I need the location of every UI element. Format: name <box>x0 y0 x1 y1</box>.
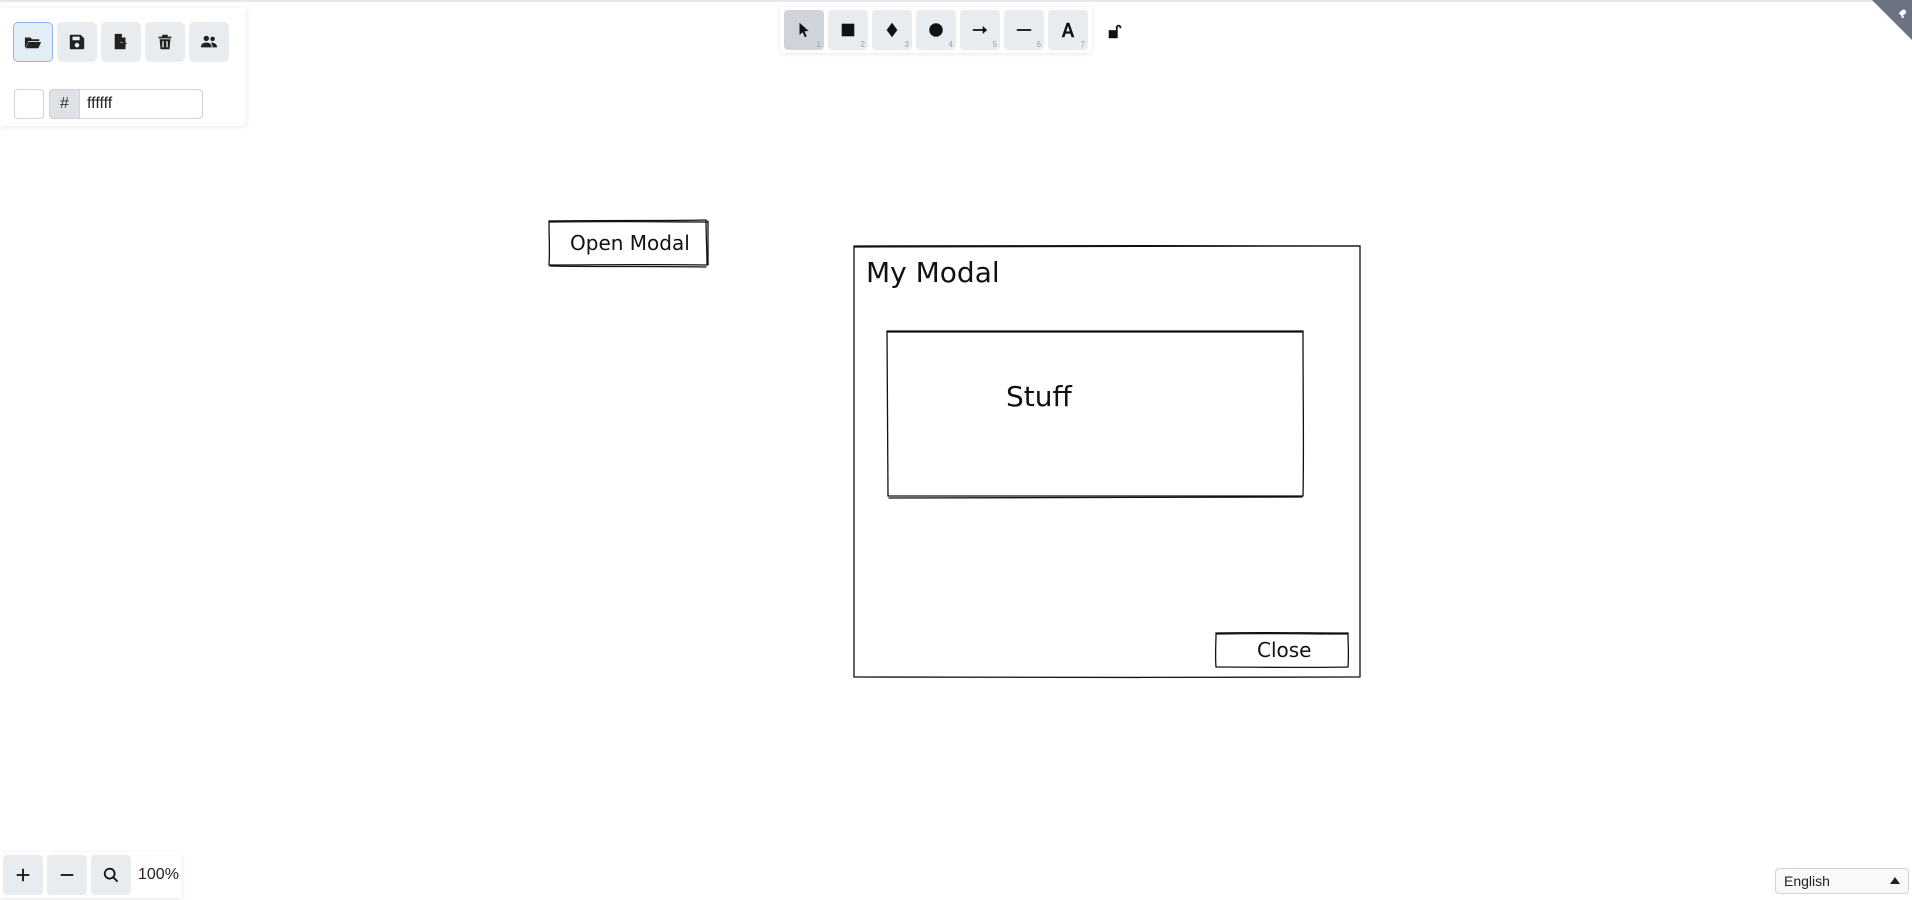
zoom-controls: 100% <box>0 852 182 898</box>
users-icon <box>200 35 218 48</box>
hash-prefix: # <box>49 89 79 119</box>
text-icon <box>1061 22 1075 38</box>
clear-canvas-button[interactable] <box>145 22 185 62</box>
diamond-icon <box>886 22 898 38</box>
arrow-right-icon <box>972 25 988 35</box>
github-corner-icon[interactable] <box>1872 0 1912 40</box>
save-button[interactable] <box>57 22 97 62</box>
line-icon <box>1016 29 1032 31</box>
content-label: Stuff <box>1006 380 1072 413</box>
minus-icon <box>60 874 74 876</box>
modal-rectangle[interactable] <box>852 244 1362 679</box>
file-actions <box>13 22 229 62</box>
tool-key-hint: 2 <box>860 40 865 49</box>
tool-ellipse[interactable]: 4 <box>916 10 956 50</box>
zoom-in-button[interactable] <box>3 855 43 895</box>
tool-key-hint: 6 <box>1036 40 1041 49</box>
export-button[interactable] <box>101 22 141 62</box>
tool-key-hint: 5 <box>992 40 997 49</box>
zoom-level: 100% <box>138 866 179 883</box>
unlock-icon <box>1108 24 1122 39</box>
background-color-picker: # <box>14 89 203 119</box>
save-icon <box>69 34 85 50</box>
color-hex-input[interactable] <box>79 89 203 119</box>
close-rectangle[interactable] <box>1214 631 1350 669</box>
tool-key-hint: 1 <box>816 40 821 49</box>
top-border <box>0 0 1912 2</box>
modal-title: My Modal <box>866 256 1000 289</box>
open-button[interactable] <box>13 22 53 62</box>
caret-up-icon <box>1890 877 1900 884</box>
lock-button[interactable] <box>1104 20 1126 42</box>
reset-zoom-button[interactable] <box>91 855 131 895</box>
plus-icon <box>16 868 30 882</box>
tool-selection[interactable]: 1 <box>784 10 824 50</box>
tool-diamond[interactable]: 3 <box>872 10 912 50</box>
folder-open-icon <box>24 37 42 49</box>
tool-rectangle[interactable]: 2 <box>828 10 868 50</box>
shape-toolbar: 1 2 3 4 <box>780 7 1092 53</box>
content-rectangle[interactable] <box>886 329 1305 499</box>
zoom-out-button[interactable] <box>47 855 87 895</box>
tool-key-hint: 3 <box>904 40 909 49</box>
file-export-icon <box>114 33 128 50</box>
tool-arrow[interactable]: 5 <box>960 10 1000 50</box>
close-label: Close <box>1257 638 1312 662</box>
square-icon <box>841 23 855 37</box>
tool-line[interactable]: 6 <box>1004 10 1044 50</box>
tool-text[interactable]: 7 <box>1048 10 1088 50</box>
circle-icon <box>929 23 943 37</box>
tool-key-hint: 4 <box>948 40 953 49</box>
trash-icon <box>158 34 172 50</box>
language-select[interactable]: English <box>1775 868 1909 894</box>
color-swatch[interactable] <box>14 89 44 119</box>
open-modal-rectangle[interactable] <box>548 219 709 268</box>
pointer-icon <box>799 22 809 38</box>
tool-key-hint: 7 <box>1080 40 1085 49</box>
zoom-reset-icon <box>103 867 119 883</box>
open-modal-label: Open Modal <box>570 231 690 255</box>
menu-panel: # <box>0 8 246 126</box>
collaborate-button[interactable] <box>189 22 229 62</box>
language-value: English <box>1784 873 1830 889</box>
